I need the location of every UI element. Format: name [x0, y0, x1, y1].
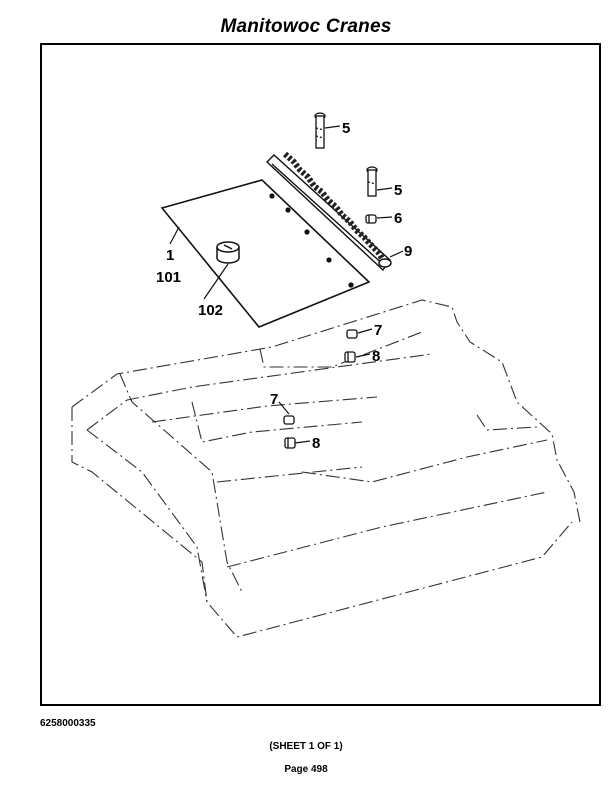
- callout-label: 101: [156, 269, 181, 286]
- callout-leader-lines: [169, 125, 404, 444]
- hinge-bar-part-9: [265, 151, 392, 272]
- callout-label: 8: [312, 435, 320, 452]
- callout-label: 5: [342, 120, 350, 137]
- nut-part-6: [365, 214, 377, 224]
- callout-label: 5: [394, 182, 402, 199]
- callout-label: 8: [372, 348, 380, 365]
- page-header-title: Manitowoc Cranes: [220, 16, 392, 37]
- bolt-part-5: [314, 112, 378, 197]
- callout-label: 7: [374, 322, 382, 339]
- callout-label: 9: [404, 243, 412, 260]
- plug-part-102: [216, 241, 240, 264]
- page-number: Page 498: [284, 764, 328, 775]
- callout-label: 6: [394, 210, 402, 227]
- diagram-frame: 5 5 6 9 1 101 102 7 8 7 8: [40, 43, 601, 706]
- access-cover-plate: [160, 179, 371, 328]
- sheet-indicator: (SHEET 1 OF 1): [269, 741, 343, 752]
- document-number: 6258000335: [40, 718, 96, 729]
- parts-exploded-view: 5 5 6 9 1 101 102 7 8 7 8: [71, 112, 581, 638]
- washer-nut-parts-7-8: [283, 329, 358, 449]
- callout-label: 1: [166, 247, 174, 264]
- callout-label: 7: [270, 391, 278, 408]
- callout-label: 102: [198, 302, 223, 319]
- machine-body-outline: [71, 299, 581, 638]
